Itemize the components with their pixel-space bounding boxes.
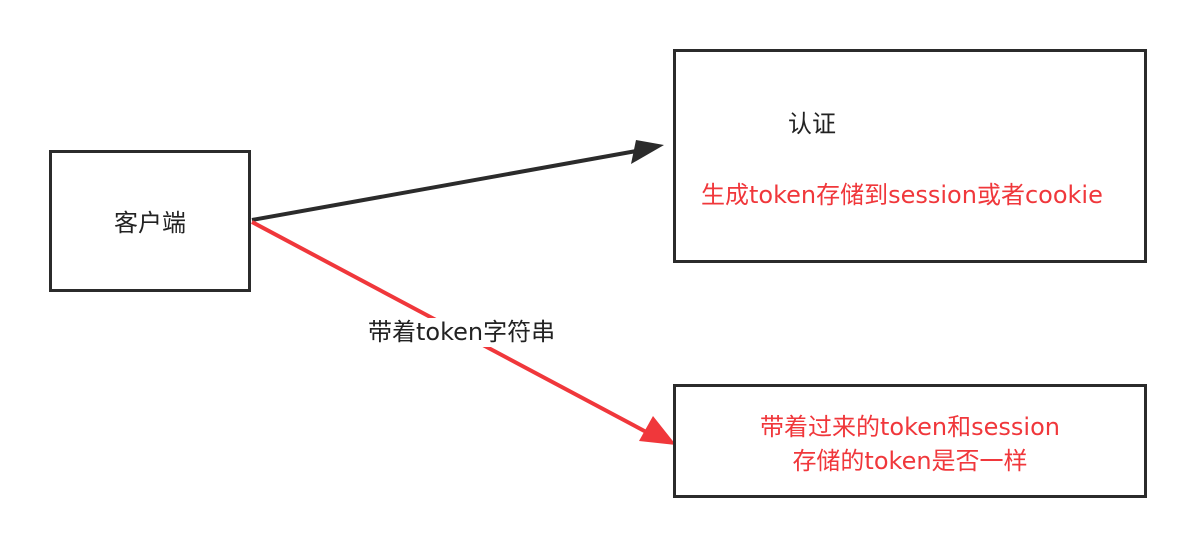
verify-box bbox=[673, 384, 1147, 498]
client-box bbox=[49, 150, 251, 292]
token-edge-label: 带着token字符串 bbox=[366, 318, 558, 347]
auth-arrow-head bbox=[631, 140, 664, 164]
verify-line-1: 带着过来的token和session bbox=[760, 413, 1060, 441]
auth-note: 生成token存储到session或者cookie bbox=[701, 181, 1103, 209]
token-arrow-head bbox=[639, 416, 676, 445]
auth-arrow-line bbox=[251, 148, 643, 222]
client-label: 客户端 bbox=[114, 209, 186, 237]
auth-title: 认证 bbox=[788, 110, 836, 138]
auth-box bbox=[673, 49, 1147, 263]
verify-line-2: 存储的token是否一样 bbox=[792, 447, 1028, 475]
